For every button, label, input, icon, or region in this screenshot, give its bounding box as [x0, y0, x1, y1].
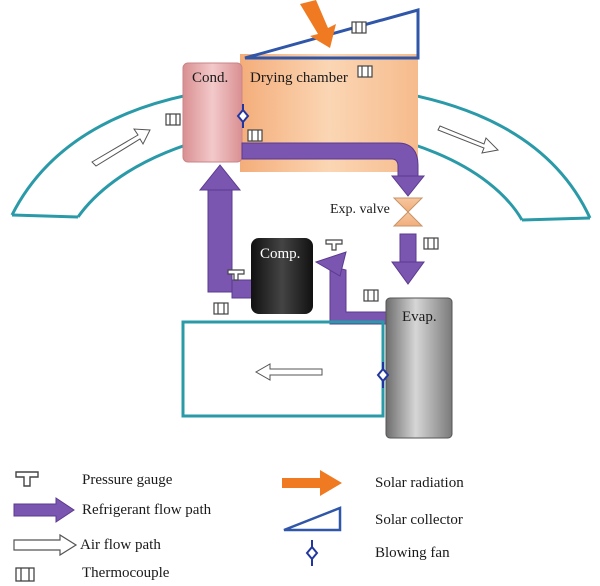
compressor-label: Comp. — [260, 246, 301, 262]
legend-thermocouple-icon — [15, 567, 35, 582]
air-flow-arrow-right — [437, 125, 500, 154]
legend-blowing-fan-icon — [305, 540, 319, 566]
pressure-gauge-icon — [227, 269, 245, 281]
thermocouple-icon — [363, 289, 379, 302]
refrigerant-flow-path — [198, 142, 426, 325]
legend-pressure-gauge-icon — [15, 471, 39, 487]
legend-air-flow-icon — [13, 533, 78, 557]
condenser-label: Cond. — [192, 70, 229, 86]
compressor — [251, 238, 313, 314]
legend-solar-collector-icon — [283, 506, 342, 532]
thermocouple-icon — [247, 129, 263, 142]
blowing-fan-evaporator — [376, 362, 390, 388]
exp-valve-label: Exp. valve — [330, 202, 390, 217]
thermocouple-icon — [357, 65, 373, 78]
evaporator — [385, 297, 453, 439]
legend-refrigerant-flow-label: Refrigerant flow path — [82, 502, 212, 518]
return-air-arrow — [254, 363, 323, 381]
pressure-gauge-icon — [325, 239, 343, 251]
solar-radiation-arrow — [300, 0, 336, 48]
drying-chamber-label: Drying chamber — [250, 70, 348, 86]
blowing-fan-condenser — [236, 104, 250, 128]
expansion-valve — [392, 197, 424, 227]
legend-refrigerant-flow-icon — [13, 497, 75, 523]
legend-solar-radiation-icon — [282, 470, 342, 496]
legend-solar-radiation-label: Solar radiation — [375, 475, 464, 491]
thermocouple-icon — [213, 302, 229, 315]
air-flow-arrow-left — [91, 128, 151, 167]
legend-blowing-fan-label: Blowing fan — [375, 545, 450, 561]
thermocouple-icon — [351, 21, 367, 34]
evaporator-label: Evap. — [402, 309, 437, 325]
legend-thermocouple-label: Thermocouple — [82, 565, 170, 581]
legend-air-flow-label: Air flow path — [80, 537, 161, 553]
legend-solar-collector-label: Solar collector — [375, 512, 463, 528]
thermocouple-icon — [423, 237, 439, 250]
thermocouple-icon — [165, 113, 181, 126]
legend-pressure-gauge-label: Pressure gauge — [82, 472, 173, 488]
